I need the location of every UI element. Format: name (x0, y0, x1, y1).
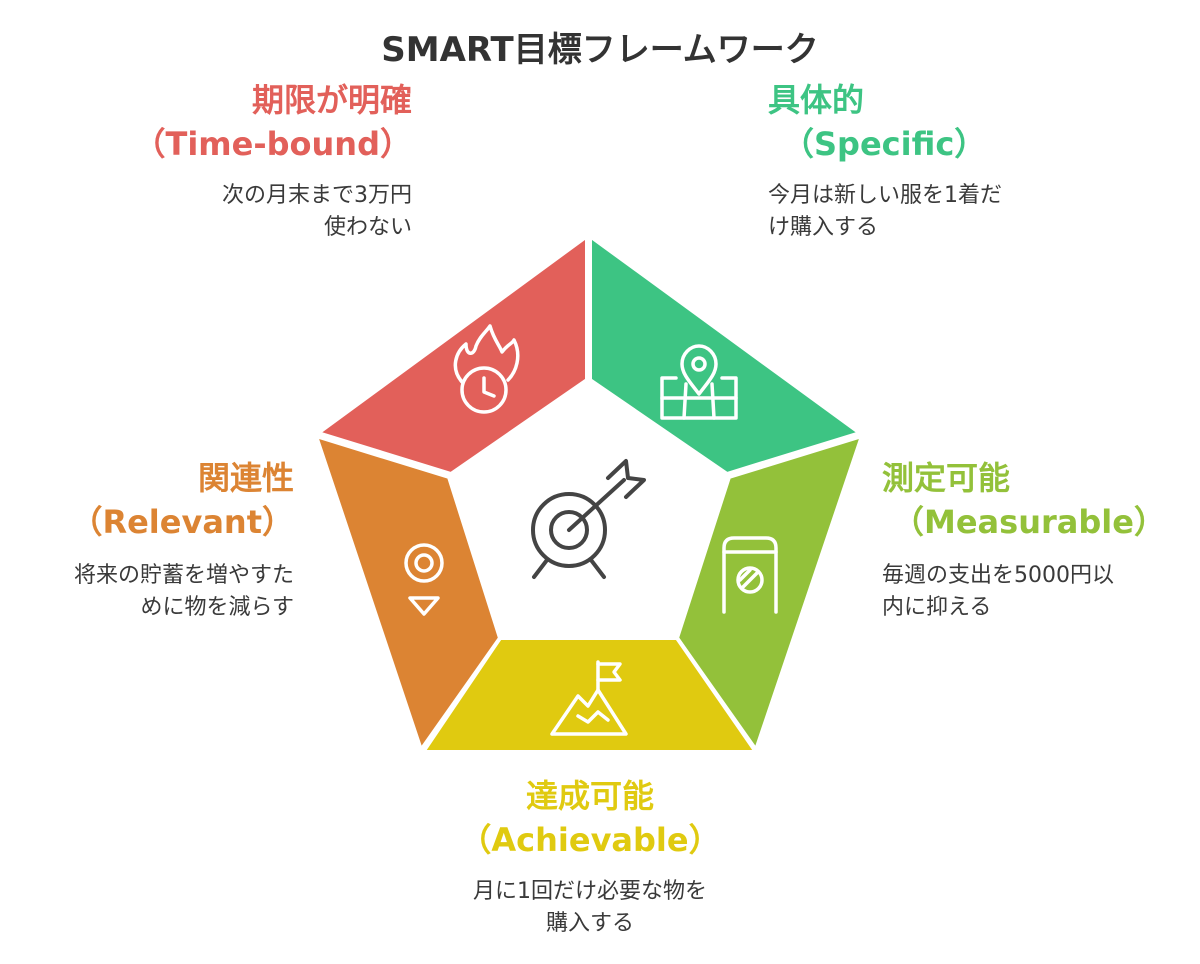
segment-specific (588, 234, 862, 476)
specific-description: 今月は新しい服を1着だ け購入する (768, 180, 1002, 244)
relevant-heading: 関連性 （Relevant） (70, 456, 294, 544)
target-arrow-icon (531, 459, 646, 579)
specific-description-line-2: け購入する (768, 215, 879, 240)
measurable-subtitle: （Measurable） (892, 503, 1166, 541)
measurable-description-line-2: 内に抑える (882, 595, 992, 620)
map-pin-icon (660, 344, 738, 420)
achievable-subtitle: （Achievable） (459, 821, 721, 859)
segment-relevant (314, 434, 502, 752)
time-bound-description: 次の月末まで3万円 使わない (222, 180, 412, 244)
location-marker-icon (404, 543, 444, 616)
fire-clock-icon (453, 324, 520, 414)
segment-time-bound (316, 234, 589, 476)
achievable-name: 達成可能 (525, 777, 654, 815)
achievable-description-line-1: 月に1回だけ必要な物を (473, 879, 707, 904)
relevant-name: 関連性 (197, 459, 294, 497)
specific-name: 具体的 (768, 81, 865, 119)
measurable-name: 測定可能 (882, 459, 1011, 497)
time-bound-subtitle: （Time-bound） (133, 125, 413, 163)
achievable-description: 月に1回だけ必要な物を 購入する (400, 876, 780, 940)
specific-description-line-1: 今月は新しい服を1着だ (768, 183, 1002, 208)
measurable-heading: 測定可能 （Measurable） (882, 456, 1166, 544)
relevant-description: 将来の貯蓄を増やすた めに物を減らす (74, 560, 294, 624)
specific-heading: 具体的 （Specific） (768, 78, 986, 166)
measurable-description-line-1: 毎週の支出を5000円以 (882, 563, 1114, 588)
time-bound-heading: 期限が明確 （Time-bound） (134, 78, 413, 166)
diagram-title: SMART目標フレームワーク (381, 30, 819, 70)
specific-subtitle: （Specific） (782, 125, 987, 163)
scale-icon (722, 536, 778, 614)
achievable-heading: 達成可能 （Achievable） (400, 774, 780, 862)
time-bound-description-line-1: 次の月末まで3万円 (222, 183, 412, 208)
relevant-description-line-2: めに物を減らす (140, 595, 294, 620)
relevant-description-line-1: 将来の貯蓄を増やすた (73, 563, 294, 588)
relevant-subtitle: （Relevant） (70, 503, 294, 541)
mountain-flag-icon (550, 660, 628, 736)
time-bound-name: 期限が明確 (251, 81, 412, 119)
measurable-description: 毎週の支出を5000円以 内に抑える (882, 560, 1114, 624)
achievable-description-line-2: 購入する (545, 911, 634, 936)
time-bound-description-line-2: 使わない (323, 215, 412, 240)
